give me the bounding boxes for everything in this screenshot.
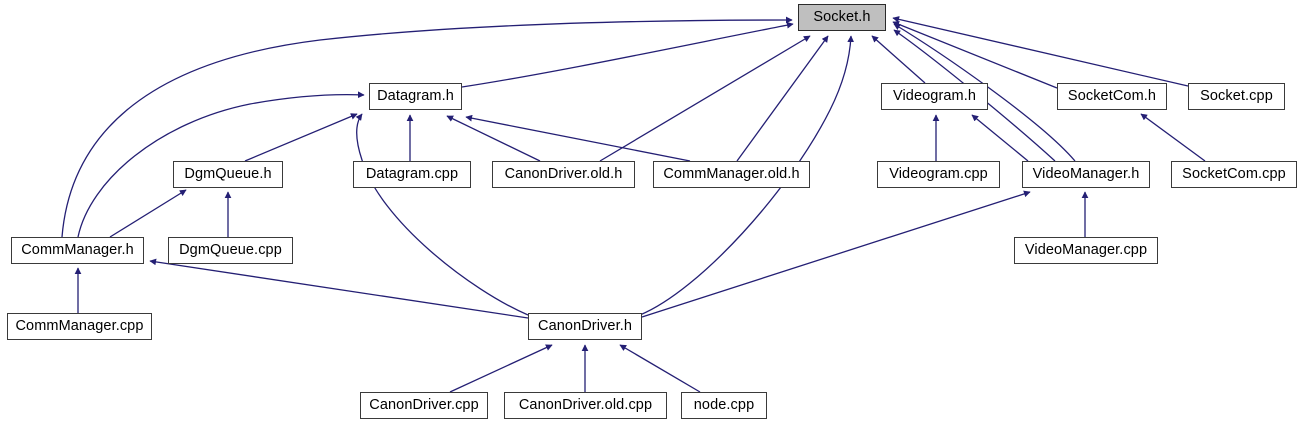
graph-node-label: SocketCom.cpp (1182, 166, 1286, 183)
graph-node-commmanager-old-h[interactable]: CommManager.old.h (653, 161, 810, 188)
graph-node-label: DgmQueue.h (184, 166, 272, 183)
graph-node-canondriver-h[interactable]: CanonDriver.h (528, 313, 642, 340)
graph-node-socket-cpp[interactable]: Socket.cpp (1188, 83, 1285, 110)
graph-node-label: CanonDriver.cpp (369, 397, 479, 414)
graph-node-socketcom-cpp[interactable]: SocketCom.cpp (1171, 161, 1297, 188)
graph-node-dgmqueue-h[interactable]: DgmQueue.h (173, 161, 283, 188)
graph-node-datagram-h[interactable]: Datagram.h (369, 83, 462, 110)
graph-node-videomanager-h[interactable]: VideoManager.h (1022, 161, 1150, 188)
graph-node-label: CanonDriver.old.h (504, 166, 623, 183)
graph-node-dgmqueue-cpp[interactable]: DgmQueue.cpp (168, 237, 293, 264)
graph-node-label: CommManager.cpp (15, 318, 144, 335)
graph-node-label: Socket.cpp (1200, 88, 1273, 105)
graph-node-label: Videogram.h (892, 88, 977, 105)
graph-node-canondriver-old-h[interactable]: CanonDriver.old.h (492, 161, 635, 188)
graph-node-label: VideoManager.h (1032, 166, 1140, 183)
graph-node-label: CommManager.old.h (663, 166, 800, 183)
graph-node-videogram-cpp[interactable]: Videogram.cpp (877, 161, 1000, 188)
graph-node-label: node.cpp (693, 397, 755, 414)
graph-node-canondriver-old-cpp[interactable]: CanonDriver.old.cpp (504, 392, 667, 419)
graph-node-commmanager-cpp[interactable]: CommManager.cpp (7, 313, 152, 340)
graph-node-videogram-h[interactable]: Videogram.h (881, 83, 988, 110)
graph-node-commmanager-h[interactable]: CommManager.h (11, 237, 144, 264)
graph-node-canondriver-cpp[interactable]: CanonDriver.cpp (360, 392, 488, 419)
graph-node-label: Videogram.cpp (889, 166, 988, 183)
graph-node-socket-h[interactable]: Socket.h (798, 4, 886, 31)
graph-node-node-cpp[interactable]: node.cpp (681, 392, 767, 419)
graph-node-label: SocketCom.h (1067, 88, 1157, 105)
graph-node-label: CanonDriver.h (538, 318, 632, 335)
graph-node-label: CommManager.h (21, 242, 134, 259)
graph-node-label: DgmQueue.cpp (179, 242, 282, 259)
graph-node-label: CanonDriver.old.cpp (518, 397, 653, 414)
graph-node-socketcom-h[interactable]: SocketCom.h (1057, 83, 1167, 110)
graph-node-label: Datagram.h (377, 88, 454, 105)
graph-node-label: Datagram.cpp (365, 166, 459, 183)
graph-node-label: VideoManager.cpp (1024, 242, 1148, 259)
graph-node-datagram-cpp[interactable]: Datagram.cpp (353, 161, 471, 188)
graph-node-videomanager-cpp[interactable]: VideoManager.cpp (1014, 237, 1158, 264)
graph-node-label: Socket.h (813, 9, 871, 26)
